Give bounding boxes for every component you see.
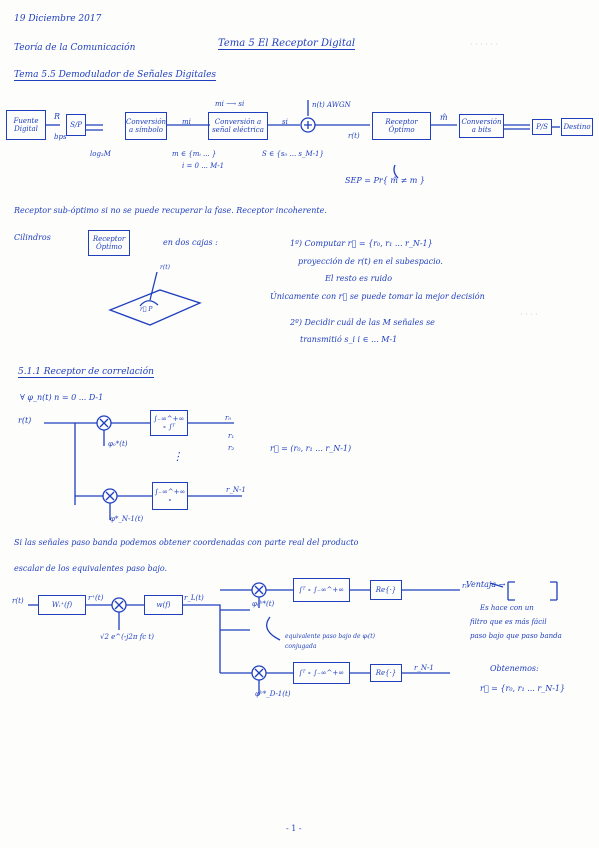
- r1-output: r₁: [228, 432, 235, 440]
- ellipsis-vertical: ⋮: [172, 450, 183, 463]
- bps-label: bps: [54, 133, 67, 141]
- subject-title: Teoría de la Comunicación: [14, 43, 136, 53]
- si-label: si: [282, 118, 288, 126]
- step1-text-b: proyección de r(t) en el subespacio.: [298, 257, 443, 266]
- real-part-top-box: Re{·}: [370, 580, 402, 600]
- s-set-label: S ∈ {s₀ ... s_M-1}: [262, 150, 324, 158]
- real-part-bottom-box: Re{·}: [370, 664, 402, 682]
- rate-label: R: [54, 112, 61, 121]
- lowpass-filter-box: w(f): [144, 595, 183, 615]
- basis-functions-label: ∀ φ_n(t) n = 0 ... D-1: [20, 393, 104, 402]
- optimal-receiver-small-box: Receptor Óptimo: [88, 230, 130, 256]
- integrator-bottom-box: ∫₋∞^+∞ ∘: [152, 482, 188, 510]
- phi0-lowpass-label: φ₀ᵇ*(t): [252, 600, 275, 608]
- bleed-through-text: · · · · · ·: [470, 40, 498, 49]
- mi-label: mi: [182, 118, 191, 126]
- result-vector: r⃗ = {r₀, r₁ ... r_N-1}: [480, 684, 566, 693]
- cylinders-label: Cilindros: [14, 233, 51, 242]
- sp-box: S/P: [66, 114, 86, 136]
- correlator-input-label: r(t): [18, 416, 32, 425]
- i-range-label: i = 0 ... M-1: [182, 162, 225, 170]
- downconversion-label: √2 e^(-j2π fc t): [100, 633, 154, 641]
- sketch-p-label: r⃗ P: [140, 306, 153, 313]
- rN-output: r_N-1: [226, 486, 246, 494]
- lowpass-integrator-top-box: ∫ᵀ ∘ ∫₋∞^+∞: [293, 578, 350, 602]
- mhat-label: m̂: [440, 113, 448, 122]
- lowpass-signal-label: r_L(t): [184, 594, 204, 602]
- symbol-conversion-box: Conversión a símbolo: [125, 112, 167, 140]
- hilbert-filter-box: Wᵢ⁺(f): [38, 595, 86, 615]
- passband-text-1: Si las señales paso banda podemos obtene…: [14, 538, 359, 547]
- integrator-top-box: ∫₋∞^+∞ ∘ ∫ᵀ: [150, 410, 188, 436]
- optimal-receiver-box: Receptor Óptimo: [372, 112, 431, 140]
- step1-text-a: 1º) Computar r⃗ = {r₀, r₁ ... r_N-1}: [290, 239, 433, 248]
- step2-text-a: 2º) Decidir cuál de las M señales se: [290, 318, 435, 327]
- bleed-through-text: · · · ·: [520, 310, 538, 319]
- advantage-text-3: paso bajo que paso banda: [470, 632, 562, 640]
- r0-output: r₀: [225, 414, 232, 422]
- r2-output: r₂: [228, 444, 235, 452]
- sep-formula: SEP = Pr{ m̂ ≠ m }: [345, 176, 425, 185]
- phi0-conjugate-label: φ₀*(t): [108, 440, 128, 448]
- step1-text-d: Únicamente con r⃗ se puede tomar la mejo…: [270, 292, 485, 301]
- advantage-text-2: filtro que es más fácil: [470, 618, 547, 626]
- received-signal-label: r(t): [348, 132, 360, 140]
- r0-lowpass-output: r₀: [462, 582, 469, 590]
- advantage-label: Ventaja →: [466, 580, 506, 589]
- equivalent-lowpass-note: equivalente paso bajo de φᵢ(t) conjugada: [285, 633, 375, 650]
- r-vector-definition: r⃗ = (r₀, r₁ ... r_N-1): [270, 444, 352, 453]
- passband-text-2: escalar de los equivalentes paso bajo.: [14, 564, 168, 573]
- step2-text-b: transmitió s_i i ∈ ... M-1: [300, 335, 398, 344]
- date-header: 19 Diciembre 2017: [14, 14, 102, 24]
- passband-input-label: r(t): [12, 597, 24, 605]
- bits-conversion-box: Conversión a bits: [459, 114, 504, 138]
- noise-label: n(t) AWGN: [312, 101, 351, 109]
- m-set-label: m ∈ {mᵢ ... }: [172, 150, 217, 158]
- obtain-label: Obtenemos:: [490, 664, 539, 673]
- ps-box: P/S: [532, 119, 552, 135]
- lowpass-integrator-bottom-box: ∫ᵀ ∘ ∫₋∞^+∞: [293, 662, 350, 684]
- suboptimal-note: Receptor sub-óptimo si no se puede recup…: [14, 206, 327, 215]
- log2m-label: log₂M: [90, 150, 111, 158]
- page-number: - 1 -: [286, 824, 302, 833]
- two-boxes-text: en dos cajas :: [163, 238, 218, 247]
- topic-title: Tema 5 El Receptor Digital: [218, 38, 356, 50]
- step1-text-c: El resto es ruido: [325, 274, 393, 283]
- section-title: Tema 5.5 Demodulador de Señales Digitale…: [14, 70, 217, 81]
- rN-lowpass-output: r_N-1: [414, 664, 434, 672]
- signal-conversion-box: Conversión a señal eléctrica: [208, 112, 268, 140]
- source-box: Fuente Digital: [6, 110, 46, 140]
- mi-to-si-label: mi ⟶ si: [215, 100, 245, 108]
- phiN-conjugate-label: φ*_N-1(t): [110, 515, 144, 523]
- correlation-receiver-title: 5.1.1 Receptor de correlación: [18, 367, 154, 378]
- sketch-rt-label: r(t): [160, 264, 170, 271]
- phiN-lowpass-label: φᵇ*_D-1(t): [255, 690, 291, 698]
- advantage-text-1: Es hace con un: [480, 604, 534, 612]
- destination-box: Destino: [561, 118, 593, 136]
- analytic-signal-label: r⁺(t): [88, 594, 104, 602]
